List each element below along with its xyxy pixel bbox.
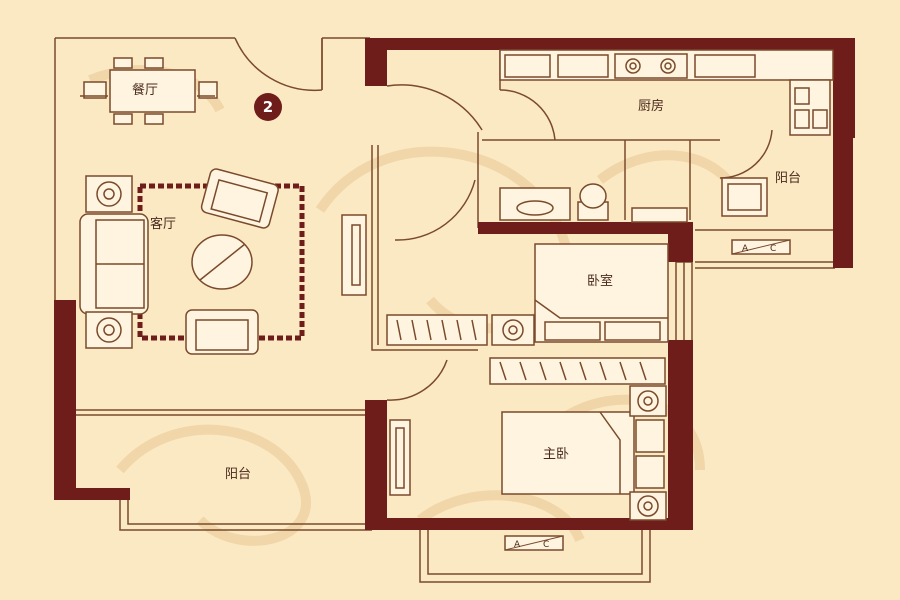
- ac-unit-kitchen-balcony: A C: [731, 239, 791, 255]
- tv-cabinet: [341, 214, 411, 496]
- door-swings: [234, 37, 773, 401]
- ac-label-2: C: [770, 244, 776, 254]
- room-label-living: 客厅: [150, 216, 176, 232]
- coffee-table: [191, 234, 253, 290]
- wardrobe-bedroom: [386, 314, 488, 346]
- room-label-main-balcony: 阳台: [225, 467, 251, 482]
- side-tables: [85, 175, 133, 349]
- kitchen-sink: [789, 79, 831, 136]
- sofa: [79, 213, 149, 315]
- dining-table-set: [80, 57, 218, 125]
- wardrobe-master: [489, 357, 666, 385]
- ac-label: A: [742, 244, 749, 254]
- bedroom-bed: [491, 243, 669, 346]
- washing-machine: [721, 177, 768, 217]
- ac-unit-master: A C: [504, 535, 564, 551]
- unit-number: 2: [263, 98, 273, 116]
- bathroom-fixtures: [499, 183, 688, 223]
- master-bed: [501, 385, 667, 521]
- room-label-bedroom: 卧室: [587, 273, 613, 289]
- ac-label: A: [514, 540, 521, 550]
- room-label-kitchen-balcony: 阳台: [775, 171, 801, 186]
- ac-label-2: C: [543, 540, 549, 550]
- room-label-master-bedroom: 主卧: [543, 447, 569, 462]
- armchair-top: [200, 168, 279, 229]
- room-label-kitchen: 厨房: [638, 98, 664, 114]
- unit-number-badge: 2: [254, 93, 282, 121]
- walls: [54, 38, 855, 530]
- armchair-bottom: [185, 309, 259, 355]
- room-label-dining: 餐厅: [132, 82, 158, 98]
- stove: [614, 53, 688, 79]
